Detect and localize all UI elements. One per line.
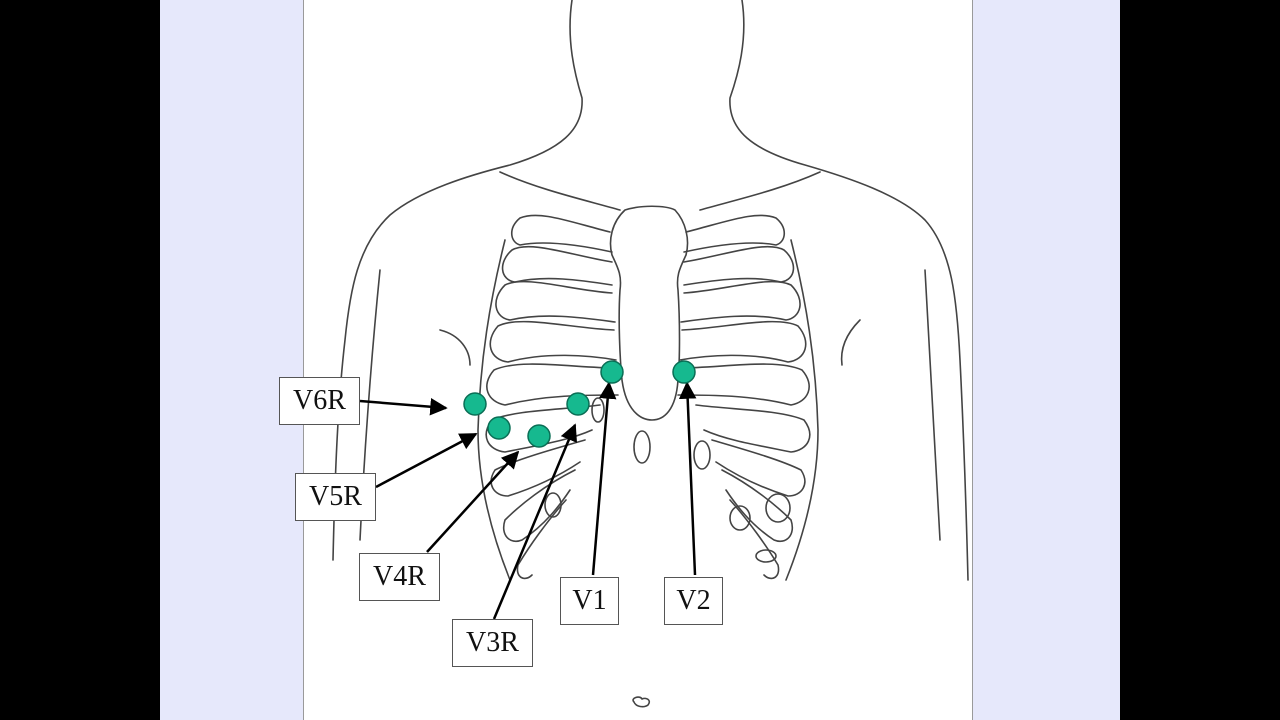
arrow-v3r xyxy=(492,423,578,620)
arrow-v5r xyxy=(375,432,478,489)
lead-label-v6r: V6R xyxy=(279,377,360,425)
electrodes xyxy=(463,360,696,448)
electrode-v2 xyxy=(672,360,696,384)
electrode-v3r xyxy=(566,392,590,416)
arrow-v1 xyxy=(591,381,617,576)
electrode-v6r xyxy=(463,392,487,416)
lead-label-v2: V2 xyxy=(664,577,723,625)
lead-label-v4r: V4R xyxy=(359,553,440,601)
lead-label-v1: V1 xyxy=(560,577,619,625)
arrow-v2 xyxy=(678,381,697,576)
electrode-v1 xyxy=(600,360,624,384)
lead-arrows xyxy=(359,381,697,620)
electrode-v5r xyxy=(487,416,511,440)
arrow-v4r xyxy=(426,450,520,553)
electrode-v4r xyxy=(527,424,551,448)
lead-label-v5r: V5R xyxy=(295,473,376,521)
lead-label-v3r: V3R xyxy=(452,619,533,667)
arrow-v6r xyxy=(359,398,448,416)
